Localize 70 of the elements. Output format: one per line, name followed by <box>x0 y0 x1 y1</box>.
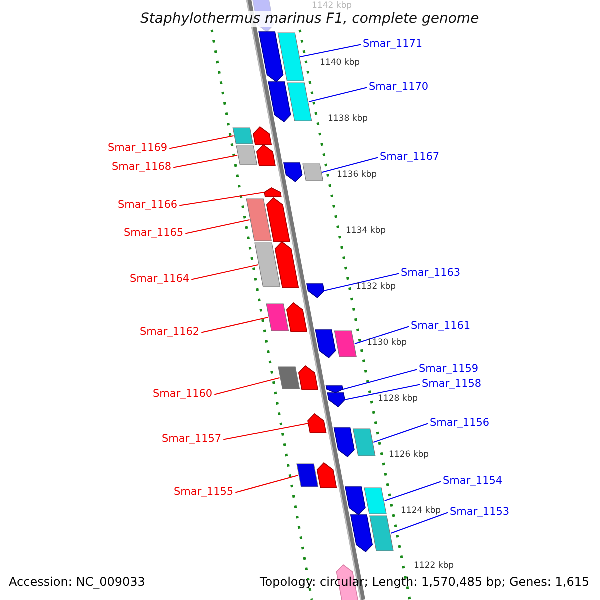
scale-tick-label: 1130 kbp <box>367 338 408 347</box>
leader-line <box>214 378 280 396</box>
gene-feature <box>315 330 357 359</box>
gene-label: Smar_1156 <box>430 418 490 428</box>
leader-line <box>373 423 428 443</box>
leader-line <box>185 220 250 234</box>
gene-label: Smar_1157 <box>162 434 222 444</box>
gene-label: Smar_1159 <box>419 364 479 374</box>
gene-label: Smar_1153 <box>450 506 510 517</box>
gene-feature <box>266 302 308 332</box>
gene-label: Smar_1167 <box>380 152 440 162</box>
leader-line <box>344 384 420 400</box>
gene-label: Smar_1154 <box>443 476 503 486</box>
leader-line <box>223 423 310 440</box>
scale-tick-label: 1136 kbp <box>337 170 378 179</box>
gene-feature <box>232 126 272 146</box>
leader-line <box>201 317 269 334</box>
gene-label: Smar_1169 <box>108 142 168 153</box>
scale-tick-label: 1140 kbp <box>320 58 360 67</box>
leader-line <box>300 44 362 58</box>
gene-feature <box>258 32 305 83</box>
gene-feature <box>327 392 346 408</box>
gene-label: Smar_1158 <box>422 378 482 389</box>
gene-feature <box>236 144 276 166</box>
gene-feature <box>278 365 319 390</box>
gene-feature <box>334 428 376 458</box>
leader-line <box>354 326 410 344</box>
gene-label: Smar_1166 <box>118 200 178 210</box>
gene-label: Smar_1155 <box>174 486 234 497</box>
gene-feature <box>246 197 290 242</box>
gene-feature <box>326 386 344 394</box>
gene-label: Smar_1163 <box>401 268 461 278</box>
gene-feature <box>296 462 338 488</box>
leader-line <box>191 264 259 280</box>
gene-label: Smar_1161 <box>411 320 471 331</box>
leader-line <box>323 273 400 292</box>
gene-feature <box>268 82 312 123</box>
leader-line <box>384 481 442 502</box>
leader-line <box>173 155 238 168</box>
leader-line <box>322 157 378 173</box>
gene-label: Smar_1171 <box>363 38 423 49</box>
leader-line <box>235 475 299 494</box>
scale-tick-label: 1124 kbp <box>401 506 442 515</box>
gene-label: Smar_1164 <box>130 274 190 284</box>
gene-feature <box>345 486 387 516</box>
scale-tick-label: 1126 kbp <box>389 450 430 459</box>
gene-feature <box>308 413 327 434</box>
gene-feature <box>306 284 325 299</box>
leader-line <box>169 136 234 150</box>
scale-tick-label: 1132 kbp <box>356 282 396 291</box>
leader-line <box>390 512 448 534</box>
genome-summary-text: Topology: circular; Length: 1,570,485 bp; Genes: 1,615 <box>260 576 590 588</box>
leader-line <box>342 369 418 390</box>
leader-line <box>308 87 368 102</box>
gene-label: Smar_1168 <box>112 162 172 172</box>
gene-label: Smar_1160 <box>153 388 213 399</box>
gene-label: Smar_1170 <box>369 82 429 92</box>
scale-tick-label: 1134 kbp <box>346 226 386 235</box>
gene-label: Smar_1162 <box>140 326 200 337</box>
scale-tick-label: 1122 kbp <box>414 562 454 570</box>
scale-tick-label: 1142 kbp <box>312 2 352 10</box>
gene-label: Smar_1165 <box>124 228 184 238</box>
gene-feature <box>350 514 394 553</box>
leader-line <box>179 192 265 206</box>
gene-feature <box>254 241 300 288</box>
gene-feature <box>284 162 324 183</box>
scale-tick-label: 1128 kbp <box>378 394 418 403</box>
scale-tick-label: 1138 kbp <box>328 114 368 123</box>
title: Staphylothermus marinus F1, complete genome <box>138 11 482 27</box>
accession-text: Accession: NC_009033 <box>9 576 146 588</box>
